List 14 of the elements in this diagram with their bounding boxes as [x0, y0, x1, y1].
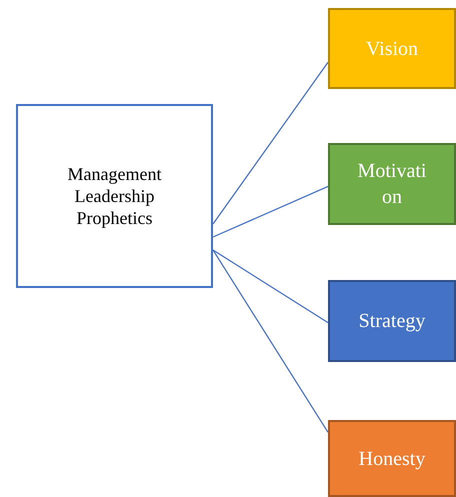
box-label: Management Leadership Prophetics	[66, 163, 162, 229]
item-box	[328, 8, 456, 89]
item-box	[328, 280, 456, 362]
box-label: Strategy	[358, 309, 426, 334]
connector-line	[212, 186, 328, 238]
connector-line	[212, 62, 328, 224]
box-label: Motivation	[356, 159, 428, 210]
item-box	[328, 420, 456, 497]
item-box	[328, 143, 456, 225]
box-label: Honesty	[358, 446, 426, 472]
connector-line	[212, 250, 328, 324]
connector-line	[212, 250, 328, 433]
topic-box	[16, 104, 213, 288]
box-label: Vision	[366, 36, 418, 62]
